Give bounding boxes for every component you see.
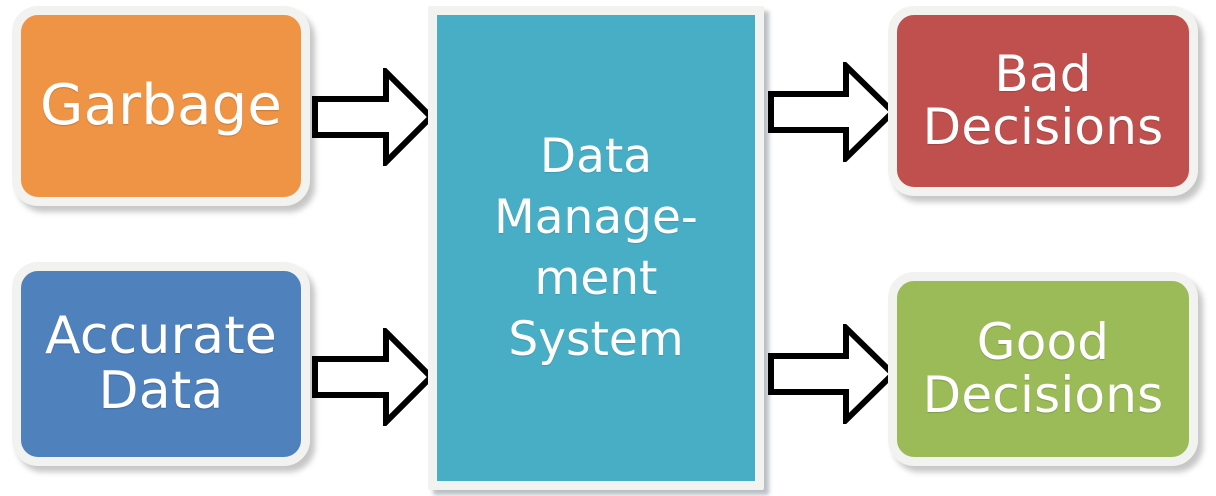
node-garbage-label: Garbage bbox=[40, 73, 282, 139]
arrow-right-icon-system-to-good-decisions bbox=[768, 324, 896, 424]
arrow-right-icon-garbage-to-system bbox=[312, 68, 434, 166]
node-garbage[interactable]: Garbage bbox=[12, 6, 310, 206]
arrow-right-icon-system-to-bad-decisions bbox=[768, 62, 896, 162]
arrow-right-icon-accurate-data-to-system bbox=[312, 328, 434, 426]
